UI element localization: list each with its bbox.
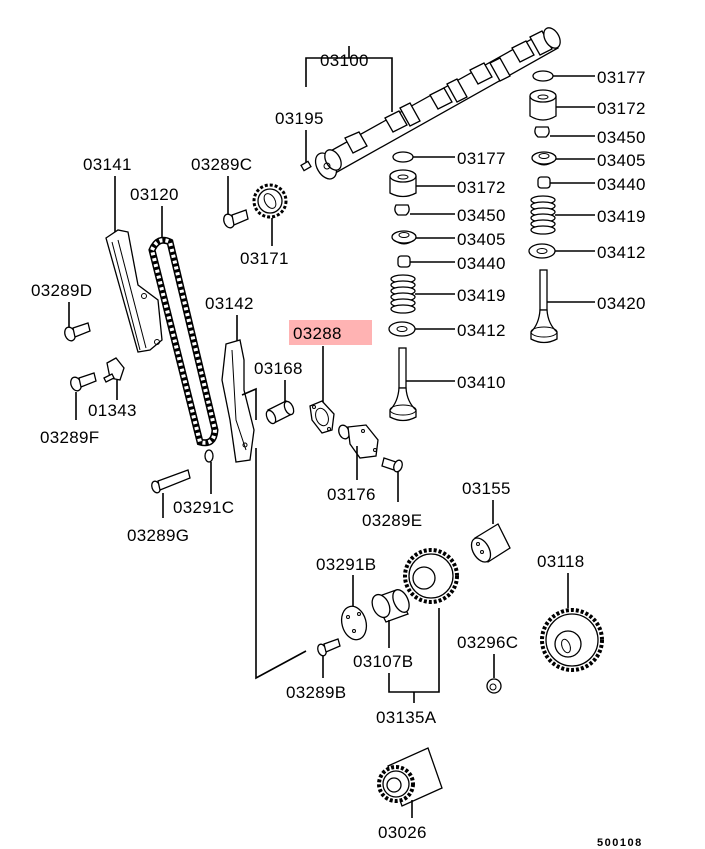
part-label-03412-b[interactable]: 03412 xyxy=(597,243,646,262)
part-label-03176[interactable]: 03176 xyxy=(327,485,376,504)
part-label-01343[interactable]: 01343 xyxy=(88,401,137,420)
part-label-03177-a[interactable]: 03177 xyxy=(457,149,506,168)
part-03176-tensioner[interactable] xyxy=(337,424,379,459)
part-03289G-bolt[interactable] xyxy=(150,469,191,494)
part-label-03289E[interactable]: 03289E xyxy=(362,511,422,530)
part-label-03195[interactable]: 03195 xyxy=(275,109,324,128)
part-03171-sprocket[interactable] xyxy=(252,183,288,219)
part-03289C-bolt[interactable] xyxy=(222,209,249,229)
part-03155-bush[interactable] xyxy=(468,523,511,565)
part-label-03296C[interactable]: 03296C xyxy=(457,633,518,652)
part-label-03107B[interactable]: 03107B xyxy=(353,652,413,671)
part-label-03155[interactable]: 03155 xyxy=(462,479,511,498)
part-label-03405-a[interactable]: 03405 xyxy=(457,230,506,249)
camshaft[interactable] xyxy=(311,25,563,183)
part-gear-large[interactable] xyxy=(403,548,459,604)
part-03419-b[interactable] xyxy=(530,195,556,235)
part-label-03177-b[interactable]: 03177 xyxy=(597,68,646,87)
part-label-03412-a[interactable]: 03412 xyxy=(457,321,506,340)
pin-03195[interactable] xyxy=(300,160,312,172)
part-label-03135A[interactable]: 03135A xyxy=(376,708,437,727)
part-03289D-bolt[interactable] xyxy=(63,322,91,342)
part-label-03142[interactable]: 03142 xyxy=(205,294,254,313)
part-label-03289C[interactable]: 03289C xyxy=(191,155,252,174)
part-label-03026[interactable]: 03026 xyxy=(378,823,427,842)
part-label-03289B[interactable]: 03289B xyxy=(286,683,346,702)
part-03405-b[interactable] xyxy=(531,151,557,166)
part-03177-a[interactable] xyxy=(392,151,414,163)
part-03141-chain-guide[interactable] xyxy=(105,229,163,353)
part-03289B-bolt[interactable] xyxy=(316,638,341,657)
part-03440-a[interactable] xyxy=(397,255,411,268)
part-03410-valve[interactable] xyxy=(389,347,417,422)
part-03107B-bushing[interactable] xyxy=(369,587,413,623)
part-03419-a[interactable] xyxy=(390,274,416,314)
part-01343-bracket[interactable] xyxy=(103,357,125,383)
part-label-03118[interactable]: 03118 xyxy=(537,552,585,571)
part-label-03141[interactable]: 03141 xyxy=(83,155,132,174)
part-label-03120[interactable]: 03120 xyxy=(130,185,179,204)
part-03289E-bolt[interactable] xyxy=(381,457,404,473)
part-label-03172-a[interactable]: 03172 xyxy=(457,178,506,197)
part-03291B-plate[interactable] xyxy=(338,603,370,642)
part-03291C-washer[interactable] xyxy=(204,449,214,463)
part-label-03419-b[interactable]: 03419 xyxy=(597,207,646,226)
part-03172-b[interactable] xyxy=(529,89,557,121)
part-label-03289F[interactable]: 03289F xyxy=(40,428,99,447)
part-03440-b[interactable] xyxy=(537,176,551,189)
part-label-03291C[interactable]: 03291C xyxy=(173,498,234,517)
part-03026-gear[interactable] xyxy=(377,747,443,807)
part-03172-a[interactable] xyxy=(389,169,417,198)
part-03168-sleeve[interactable] xyxy=(264,400,295,425)
leader-line xyxy=(255,448,307,680)
part-label-03419-a[interactable]: 03419 xyxy=(457,286,506,305)
part-03118-gear[interactable] xyxy=(540,608,604,672)
part-label-03440-a[interactable]: 03440 xyxy=(457,254,506,273)
part-label-03291B[interactable]: 03291B xyxy=(316,555,376,574)
part-03142-tensioner-lever[interactable] xyxy=(221,339,255,463)
part-label-03450-b[interactable]: 03450 xyxy=(597,128,646,147)
part-03412-b[interactable] xyxy=(528,243,556,259)
part-label-03171[interactable]: 03171 xyxy=(240,249,289,268)
highlight-box-03288 xyxy=(289,320,372,345)
part-03412-a[interactable] xyxy=(388,321,416,337)
part-03177-b[interactable] xyxy=(532,70,554,82)
part-label-03289D[interactable]: 03289D xyxy=(31,281,92,300)
part-label-03420[interactable]: 03420 xyxy=(597,294,646,313)
part-label-03288[interactable]: 03288 xyxy=(293,324,342,343)
part-03120-timing-chain[interactable] xyxy=(148,236,219,447)
part-label-03440-b[interactable]: 03440 xyxy=(597,175,646,194)
part-03405-a[interactable] xyxy=(391,230,417,245)
part-label-03168[interactable]: 03168 xyxy=(254,359,303,378)
part-03450-b[interactable] xyxy=(534,126,550,138)
part-03296C-nut[interactable] xyxy=(486,678,502,694)
part-label-03172-b[interactable]: 03172 xyxy=(597,99,646,118)
part-label-03410[interactable]: 03410 xyxy=(457,373,506,392)
part-03420-valve[interactable] xyxy=(530,269,558,344)
part-label-03405-b[interactable]: 03405 xyxy=(597,151,646,170)
leader-line xyxy=(388,608,440,693)
part-label-03289G[interactable]: 03289G xyxy=(127,526,189,545)
part-03288-gasket[interactable] xyxy=(309,400,335,434)
part-03289F-bolt[interactable] xyxy=(69,372,97,392)
part-label-03450-a[interactable]: 03450 xyxy=(457,206,506,225)
drawing-code: 500108 xyxy=(597,837,643,849)
part-03450-a[interactable] xyxy=(394,204,410,216)
part-label-03100[interactable]: 03100 xyxy=(320,51,369,70)
